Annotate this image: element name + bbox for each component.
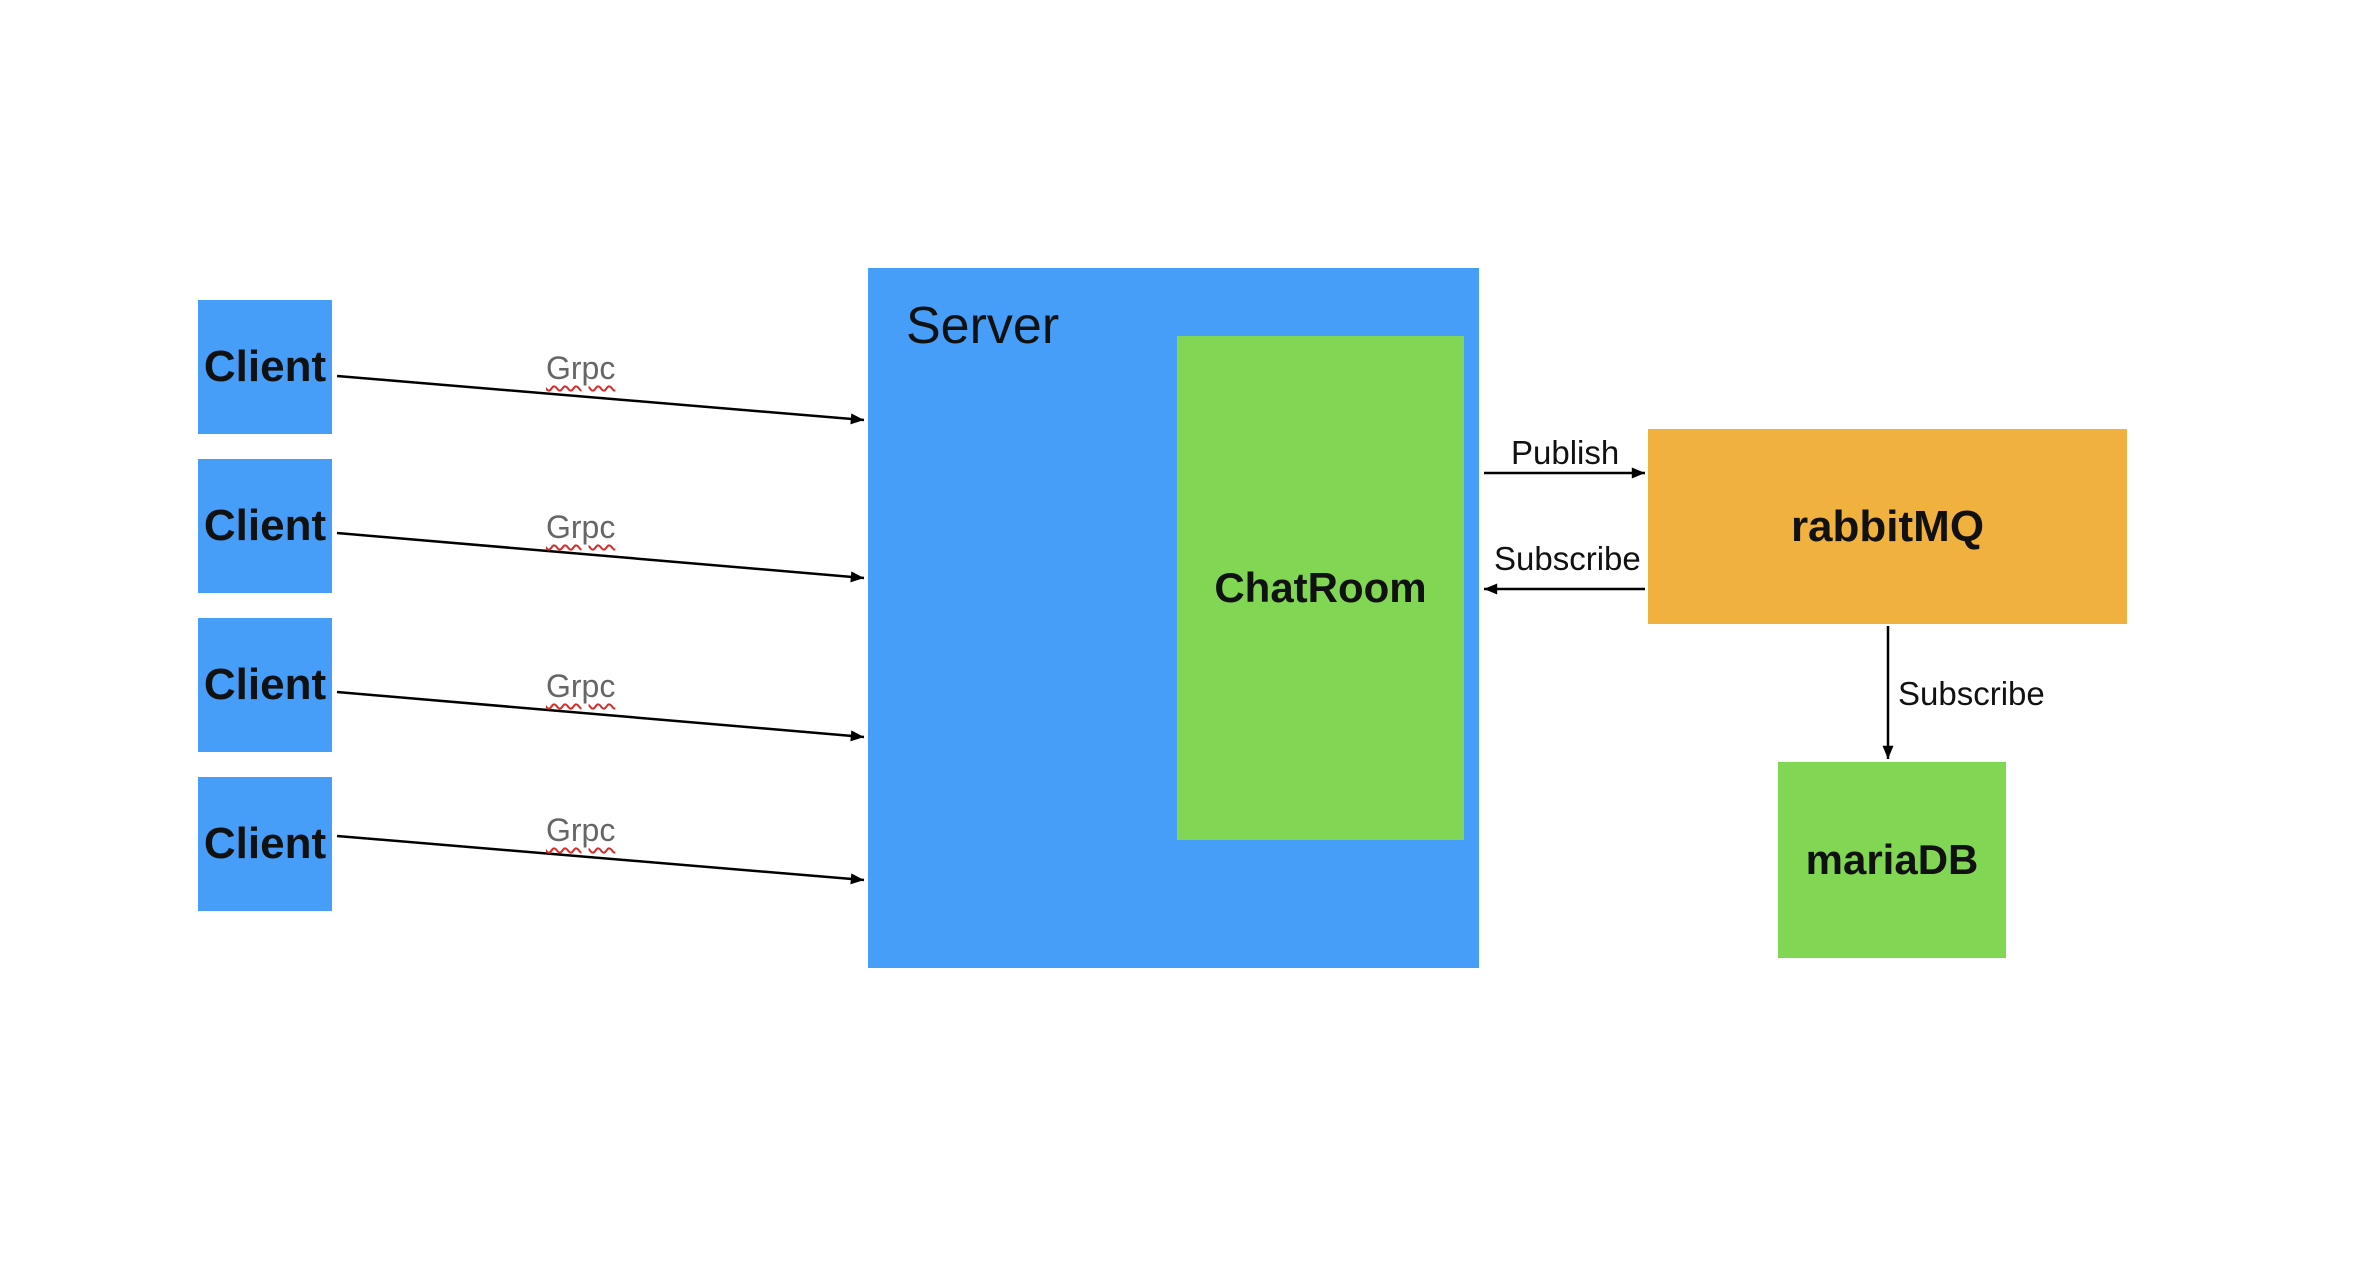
grpc-arrow-2	[336, 531, 865, 583]
client-label: Client	[203, 660, 327, 709]
server-node: Server ChatRoom	[868, 268, 1479, 968]
chatroom-label: ChatRoom	[1214, 564, 1427, 611]
client-node-3: Client	[198, 618, 332, 752]
publish-label: Publish	[1511, 434, 1620, 471]
mariadb-label: mariaDB	[1805, 836, 1979, 883]
grpc-arrow-1	[336, 374, 865, 425]
client-node-4: Client	[198, 777, 332, 911]
grpc-label: Grpc	[546, 668, 616, 704]
grpc-label: Grpc	[546, 812, 616, 848]
subscribe-label: Subscribe	[1494, 540, 1641, 577]
grpc-label: Grpc	[546, 509, 616, 545]
grpc-label: Grpc	[546, 350, 616, 386]
grpc-arrow-4	[336, 834, 865, 885]
client-node-1: Client	[198, 300, 332, 434]
grpc-arrow-3	[336, 690, 865, 742]
client-label: Client	[203, 342, 327, 391]
client-label: Client	[203, 501, 327, 550]
rabbitmq-label: rabbitMQ	[1790, 501, 1985, 551]
client-label: Client	[203, 819, 327, 868]
server-label: Server	[906, 297, 1060, 355]
mariadb-node: mariaDB	[1778, 762, 2006, 958]
chatroom-node: ChatRoom	[1177, 336, 1464, 840]
client-node-2: Client	[198, 459, 332, 593]
rabbitmq-node: rabbitMQ	[1648, 429, 2127, 624]
db-subscribe-label: Subscribe	[1898, 675, 2045, 712]
